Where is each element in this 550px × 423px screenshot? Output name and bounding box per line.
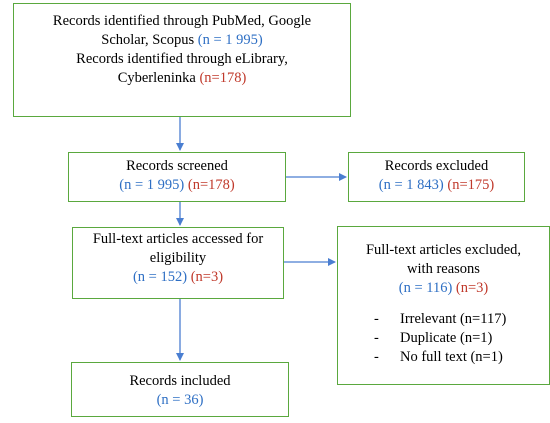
eligibility-box: Full-text articles accessed for eligibil… [72,227,284,299]
identification-count-2: (n=178) [199,70,247,86]
fulltext-excluded-count-blue: (n = 116) [398,280,453,296]
exclusion-reasons-list: - Irrelevant (n=117) - Duplicate (n=1) - No… [338,310,549,367]
eligibility-line-2: eligibility [149,250,207,266]
reason-bullet: - [374,311,379,327]
identification-box: Records identified through PubMed, Googl… [13,3,351,117]
screened-box: Records screened (n = 1 995) (n=178) [68,152,286,202]
included-title: Records included [129,373,231,389]
excluded-counts: (n = 1 843) (n=175) [349,176,524,195]
identification-line-1: Records identified through PubMed, Googl… [52,13,312,29]
identification-line-2: Scholar, Scopus (n = 1 995) [14,31,350,50]
identification-line-4: Cyberleninka (n=178) [14,69,350,88]
fulltext-excluded-line-2: with reasons [407,261,480,277]
screened-counts: (n = 1 995) (n=178) [69,176,285,195]
identification-line-3: Records identified through eLibrary, [76,51,288,67]
reason-item-duplicate: - Duplicate (n=1) [338,329,549,348]
identification-source-1-tail: Scholar, Scopus [101,32,195,48]
reason-item-irrelevant: - Irrelevant (n=117) [338,310,549,329]
eligibility-count-red: (n=3) [190,269,224,285]
reason-item-no-full-text: - No full text (n=1) [338,348,549,367]
fulltext-excluded-box: Full-text articles excluded, with reason… [337,226,550,385]
excluded-count-blue: (n = 1 843) [378,177,444,193]
fulltext-excluded-line-1: Full-text articles excluded, [365,242,522,258]
excluded-box: Records excluded (n = 1 843) (n=175) [348,152,525,202]
identification-source-2-tail: Cyberleninka [117,70,196,86]
screened-count-blue: (n = 1 995) [119,177,185,193]
included-count-blue: (n = 36) [156,392,204,408]
reason-bullet: - [374,330,379,346]
identification-count-1: (n = 1 995) [197,32,263,48]
included-box: Records included (n = 36) [71,362,289,417]
reason-text: Irrelevant (n=117) [400,311,507,327]
eligibility-count-blue: (n = 152) [132,269,188,285]
screened-title: Records screened [126,158,228,174]
screened-count-red: (n=178) [187,177,235,193]
fulltext-excluded-count-red: (n=3) [455,280,489,296]
excluded-title: Records excluded [384,158,489,174]
reason-text: Duplicate (n=1) [400,330,493,346]
reason-text: No full text (n=1) [400,349,503,365]
excluded-count-red: (n=175) [447,177,495,193]
eligibility-counts: (n = 152) (n=3) [73,268,283,287]
eligibility-line-1: Full-text articles accessed for [92,231,264,247]
fulltext-excluded-counts: (n = 116) (n=3) [338,279,549,298]
reason-bullet: - [374,349,379,365]
